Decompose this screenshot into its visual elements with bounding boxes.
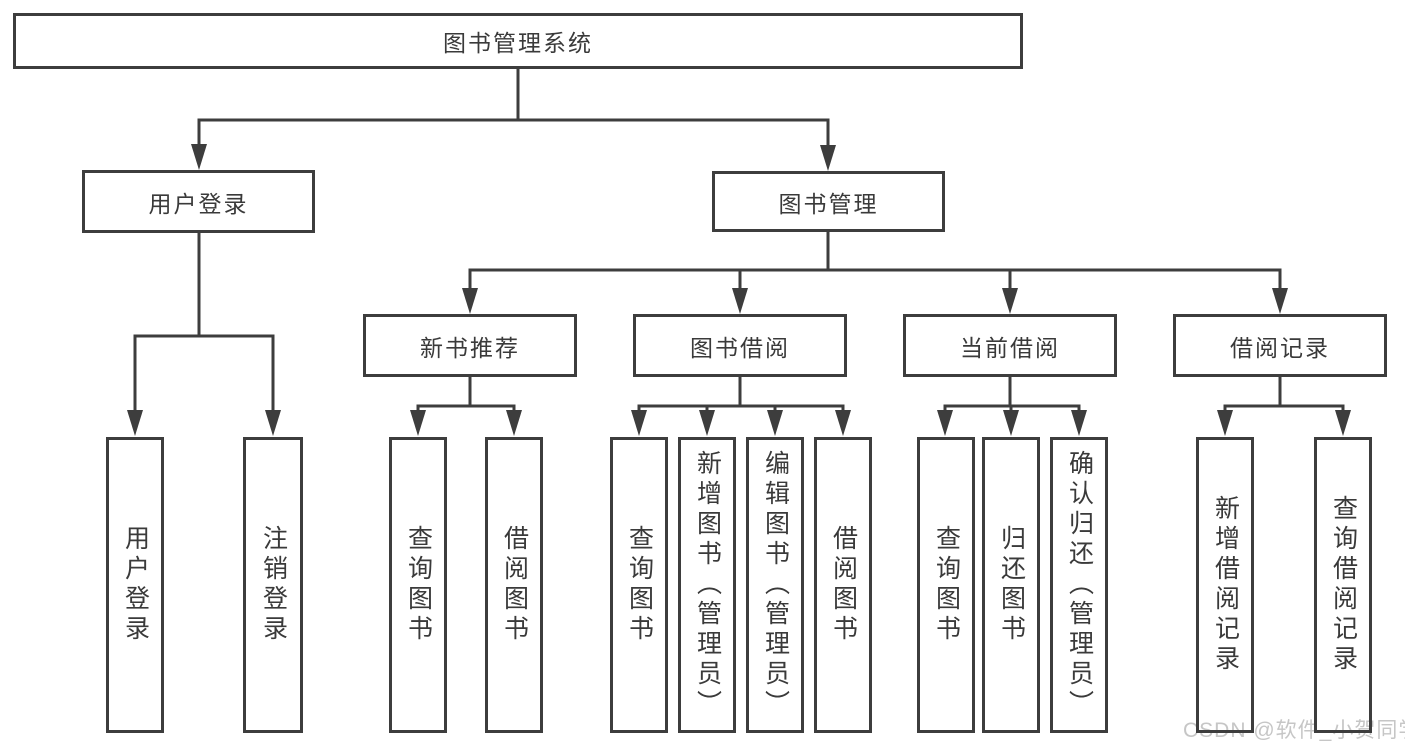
node-user-login: 用户登录 [82,170,315,233]
node-label: 查询图书 [932,525,960,645]
leaf-borrow-book: 借阅图书 [814,437,872,733]
leaf-logout: 注销登录 [243,437,303,733]
leaf-query-borrow-record: 查询借阅记录 [1314,437,1372,733]
node-book-borrowing: 图书借阅 [633,314,847,377]
node-library-system: 图书管理系统 [13,13,1023,69]
leaf-user-login: 用户登录 [106,437,164,733]
node-label: 编辑图书（管理员） [761,450,789,720]
watermark: CSDN @软件_小贺同学 [1183,719,1405,742]
arrowhead [820,145,836,171]
arrowhead [1071,410,1087,436]
node-label: 用户登录 [148,191,249,217]
arrowhead [937,410,953,436]
arrowhead [732,288,748,314]
node-current-borrowing: 当前借阅 [903,314,1117,377]
node-label: 用户登录 [121,525,149,645]
node-label: 图书借阅 [690,335,790,361]
arrowhead [506,410,522,436]
node-label: 借阅图书 [829,525,857,645]
arrowhead [835,410,851,436]
leaf-query-book-borrowing: 查询图书 [610,437,668,733]
node-label: 当前借阅 [960,335,1060,361]
node-label: 确认归还（管理员） [1065,450,1093,720]
node-label: 借阅记录 [1230,335,1330,361]
leaf-add-book-admin: 新增图书（管理员） [678,437,736,733]
arrowhead [1003,410,1019,436]
leaf-query-book-recommend: 查询图书 [389,437,447,733]
arrowhead [1217,410,1233,436]
arrowhead [265,410,281,436]
node-label: 归还图书 [997,525,1025,645]
arrowhead [410,410,426,436]
node-label: 查询图书 [625,525,653,645]
node-borrow-records: 借阅记录 [1173,314,1387,377]
node-new-book-recommend: 新书推荐 [363,314,577,377]
leaf-return-book: 归还图书 [982,437,1040,733]
leaf-add-borrow-record: 新增借阅记录 [1196,437,1254,733]
arrowhead [767,410,783,436]
node-label: 借阅图书 [500,525,528,645]
arrowhead [462,288,478,314]
node-label: 新书推荐 [420,335,520,361]
node-label: 图书管理系统 [443,31,593,56]
node-book-management: 图书管理 [712,171,945,232]
node-label: 新增图书（管理员） [693,450,721,720]
arrowhead [699,410,715,436]
node-label: 注销登录 [259,525,287,645]
arrowhead [1272,288,1288,314]
arrowhead [127,410,143,436]
arrowhead [1002,288,1018,314]
arrowhead [191,144,207,170]
leaf-query-book-current: 查询图书 [917,437,975,733]
node-label: 图书管理 [778,191,879,217]
arrowhead [1335,410,1351,436]
leaf-edit-book-admin: 编辑图书（管理员） [746,437,804,733]
arrowhead [631,410,647,436]
leaf-borrow-book-recommend: 借阅图书 [485,437,543,733]
node-label: 查询图书 [404,525,432,645]
node-label: 查询借阅记录 [1329,495,1357,675]
leaf-confirm-return-admin: 确认归还（管理员） [1050,437,1108,733]
node-label: 新增借阅记录 [1211,495,1239,675]
